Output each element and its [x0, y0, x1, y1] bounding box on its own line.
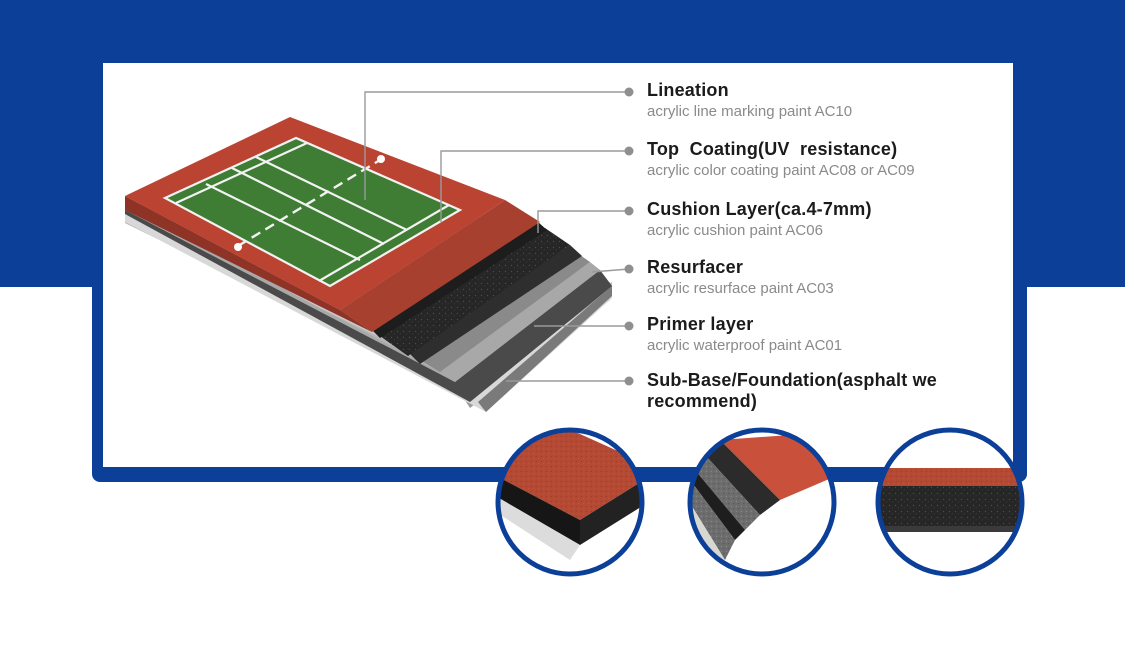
- resurfacer-layer: [420, 255, 590, 372]
- court-net: [237, 158, 381, 248]
- leader-lines: [364, 91, 630, 382]
- cushion-red-sample-icon: [495, 427, 645, 577]
- layer-subtitle: acrylic color coating paint AC08 or AC09: [647, 162, 915, 179]
- top-coating-edge: [340, 200, 540, 332]
- layer-title: Top Coating(UV resistance): [647, 139, 898, 159]
- layer-subtitle: acrylic line marking paint AC10: [647, 103, 853, 120]
- layer-label-resurfacer: Resurfacer acrylic resurface paint AC03: [647, 257, 977, 299]
- net-post-left: [234, 243, 242, 251]
- layer-subtitle: acrylic waterproof paint AC01: [647, 337, 843, 354]
- resurfacer-edge-black: [408, 245, 582, 364]
- top-coating-side: [125, 196, 372, 332]
- net-post-right: [377, 155, 385, 163]
- layer-title: Cushion Layer(ca.4-7mm): [647, 199, 872, 219]
- granular-rubber-sample-icon: [875, 427, 1025, 577]
- layer-label-primer: Primer layer acrylic waterproof paint AC…: [647, 314, 977, 356]
- layer-title: Primer layer: [647, 314, 754, 334]
- leader-dots: [624, 87, 634, 386]
- cushion-layer: [380, 228, 570, 356]
- court-lines: [162, 136, 463, 288]
- layer-title: Sub-Base/Foundation(asphalt we recommend…: [647, 370, 943, 411]
- layer-title: Lineation: [647, 80, 729, 100]
- layer-stack-sample-icon: [687, 427, 837, 577]
- layer-label-lineation: Lineation acrylic line marking paint AC1…: [647, 80, 977, 122]
- sample-cushion-red: [495, 427, 645, 577]
- layer-label-cushion: Cushion Layer(ca.4-7mm) acrylic cushion …: [647, 199, 977, 241]
- layer-subtitle: acrylic cushion paint AC06: [647, 222, 823, 239]
- layer-subtitle: acrylic resurface paint AC03: [647, 280, 834, 297]
- cushion-edge-dark: [372, 222, 547, 338]
- layer-title: Resurfacer: [647, 257, 744, 277]
- sample-granular: [875, 427, 1025, 577]
- layer-label-top-coating: Top Coating(UV resistance) acrylic color…: [647, 139, 977, 181]
- layer-label-sub-base: Sub-Base/Foundation(asphalt we recommend…: [647, 370, 967, 412]
- sample-layer-stack: [687, 427, 837, 577]
